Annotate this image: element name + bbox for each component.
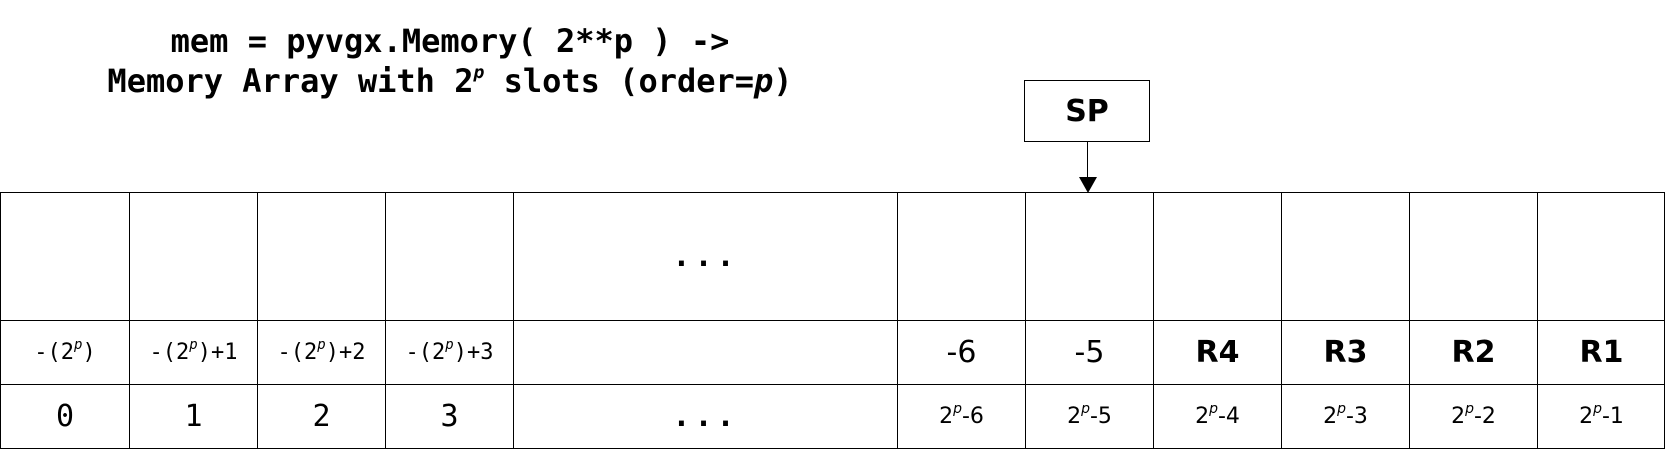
pos-index-label: 2p-6 — [939, 401, 984, 429]
register-cell: R1 — [1537, 320, 1665, 384]
neg-index-cell: -(2p)+2 — [257, 320, 385, 384]
pos-index-suffix: -5 — [1089, 404, 1112, 429]
neg-index-label: -(2p)+2 — [277, 337, 366, 365]
pos-index-exp: p — [1209, 401, 1218, 417]
slot-neg-6 — [897, 192, 1025, 320]
neg-index-base: -(2 — [149, 340, 190, 365]
slot-ellipsis: ... — [513, 192, 897, 320]
register-cell: R3 — [1281, 320, 1409, 384]
pos-index-suffix: -4 — [1217, 404, 1240, 429]
register-label: R4 — [1195, 335, 1240, 370]
neg-index-suffix: )+1 — [197, 340, 238, 365]
neg-index-suffix: )+3 — [453, 340, 494, 365]
pos-index-suffix: -1 — [1601, 404, 1624, 429]
pos-index-cell: 2 — [257, 384, 385, 448]
pos-index-label: 2p-3 — [1323, 401, 1368, 429]
neg-index-base: -(2 — [405, 340, 446, 365]
slot-r1 — [1537, 192, 1665, 320]
pos-index-cell: 2p-3 — [1281, 384, 1409, 448]
pos-index-label: 2p-4 — [1195, 401, 1240, 429]
pos-index-base: 2 — [1323, 404, 1338, 429]
pos-index-label: 2p-1 — [1579, 401, 1624, 429]
slot-3 — [385, 192, 513, 320]
pos-index-cell: 2p-6 — [897, 384, 1025, 448]
register-label: R3 — [1323, 335, 1368, 370]
title-line-1: mem = pyvgx.Memory( 2**p ) -> — [170, 22, 730, 60]
slot-neg-5 — [1025, 192, 1153, 320]
pos-index-exp: p — [953, 401, 962, 417]
neg-index-cell: -6 — [897, 320, 1025, 384]
register-label: R1 — [1579, 335, 1624, 370]
neg-index-gap — [513, 320, 897, 384]
title-exponent: p — [473, 62, 485, 83]
neg-index-base: -(2 — [34, 340, 75, 365]
stack-pointer-box: SP — [1024, 80, 1150, 142]
pos-index-label: 2 — [312, 399, 331, 434]
pos-index-label: 1 — [184, 399, 203, 434]
pos-index-label: 0 — [55, 399, 75, 434]
neg-index-exp: p — [189, 337, 198, 353]
neg-index-exp: p — [445, 337, 454, 353]
pos-index-base: 2 — [1451, 404, 1466, 429]
slot-r2 — [1409, 192, 1537, 320]
neg-index-label: -(2p)+1 — [149, 337, 238, 365]
neg-index-label: -5 — [1074, 335, 1105, 370]
pos-index-cell: 3 — [385, 384, 513, 448]
neg-index-suffix: ) — [82, 340, 96, 365]
slot-r3 — [1281, 192, 1409, 320]
neg-index-cell: -(2p) — [0, 320, 129, 384]
slot-1 — [129, 192, 257, 320]
neg-index-label: -(2p) — [34, 337, 96, 365]
stack-pointer-arrow-line — [1087, 142, 1088, 178]
title-line-2: Memory Array with 2p slots (order=p) — [0, 62, 900, 100]
slot-r4 — [1153, 192, 1281, 320]
pos-index-label: 2p-5 — [1067, 401, 1112, 429]
slot-ellipsis-dots: ... — [672, 239, 739, 274]
pos-index-exp: p — [1081, 401, 1090, 417]
neg-index-exp: p — [317, 337, 326, 353]
title-order-variable: p — [754, 62, 774, 100]
pos-index-suffix: -6 — [961, 404, 984, 429]
pos-index-cell: 2p-2 — [1409, 384, 1537, 448]
neg-index-label: -(2p)+3 — [405, 337, 494, 365]
pos-index-cell: 2p-1 — [1537, 384, 1665, 448]
pos-index-base: 2 — [1195, 404, 1210, 429]
pos-index-cell: 0 — [0, 384, 129, 448]
title-line-2-mid: slots (order= — [484, 62, 755, 100]
title-line-2-suffix: ) — [773, 62, 793, 100]
pos-index-base: 2 — [939, 404, 954, 429]
pos-index-exp: p — [1337, 401, 1346, 417]
pos-index-suffix: -2 — [1473, 404, 1496, 429]
neg-index-label: -6 — [946, 335, 977, 370]
slot-2 — [257, 192, 385, 320]
pos-index-exp: p — [1593, 401, 1602, 417]
neg-index-cell: -5 — [1025, 320, 1153, 384]
register-cell: R4 — [1153, 320, 1281, 384]
title-line-2-prefix: Memory Array with 2 — [107, 62, 474, 100]
neg-index-exp: p — [74, 337, 83, 353]
register-cell: R2 — [1409, 320, 1537, 384]
pos-index-base: 2 — [1067, 404, 1082, 429]
register-label: R2 — [1451, 335, 1496, 370]
neg-index-cell: -(2p)+3 — [385, 320, 513, 384]
pos-index-cell: 2p-5 — [1025, 384, 1153, 448]
stack-pointer-arrow-head — [1079, 177, 1097, 193]
pos-index-cell: 1 — [129, 384, 257, 448]
pos-index-label: 2p-2 — [1451, 401, 1496, 429]
pos-index-base: 2 — [1579, 404, 1594, 429]
pos-index-cell: 2p-4 — [1153, 384, 1281, 448]
pos-index-exp: p — [1465, 401, 1474, 417]
pos-index-ellipsis-cell: ... — [513, 384, 897, 448]
pos-index-ellipsis: ... — [672, 399, 739, 434]
pos-index-suffix: -3 — [1345, 404, 1368, 429]
neg-index-base: -(2 — [277, 340, 318, 365]
slot-0 — [0, 192, 129, 320]
pos-index-label: 3 — [440, 399, 459, 434]
neg-index-suffix: )+2 — [325, 340, 366, 365]
neg-index-cell: -(2p)+1 — [129, 320, 257, 384]
